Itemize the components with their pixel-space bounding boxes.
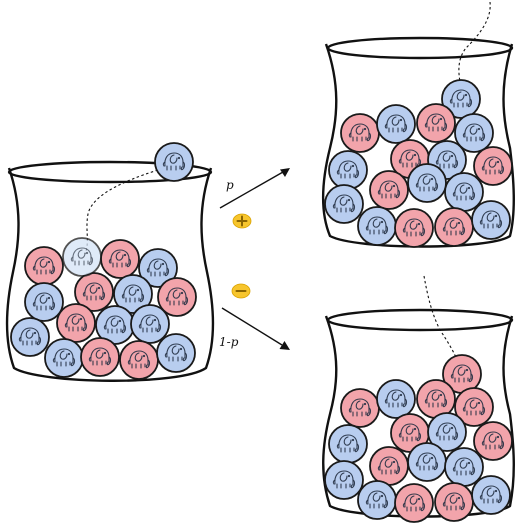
arrow-lower bbox=[221, 307, 290, 350]
drawn-blue-ball bbox=[154, 142, 194, 182]
draw-path-lower bbox=[423, 275, 459, 363]
red-elephant-ball bbox=[24, 246, 64, 286]
red-elephant-ball bbox=[369, 170, 409, 210]
blue-elephant-ball bbox=[44, 338, 84, 378]
red-elephant-ball bbox=[454, 387, 494, 427]
blue-elephant-ball bbox=[376, 104, 416, 144]
blue-elephant-ball bbox=[328, 424, 368, 464]
blue-elephant-ball bbox=[407, 163, 447, 203]
blue-elephant-ball bbox=[471, 200, 511, 240]
blue-elephant-ball bbox=[24, 282, 64, 322]
probability-label-1-p: 1-p bbox=[219, 335, 239, 349]
balls-layer bbox=[10, 79, 513, 523]
blue-elephant-ball bbox=[357, 206, 397, 246]
blue-elephant-ball bbox=[113, 274, 153, 314]
blue-elephant-ball bbox=[444, 172, 484, 212]
blue-elephant-ball bbox=[444, 447, 484, 487]
blue-elephant-ball bbox=[328, 150, 368, 190]
blue-elephant-ball bbox=[471, 475, 511, 515]
red-elephant-ball bbox=[434, 207, 474, 247]
blue-elephant-ball bbox=[427, 412, 467, 452]
blue-elephant-ball bbox=[10, 317, 50, 357]
draw-path-upper bbox=[458, 1, 491, 83]
red-elephant-ball bbox=[394, 483, 434, 523]
red-elephant-ball bbox=[340, 113, 380, 153]
red-elephant-ball bbox=[473, 146, 513, 186]
red-elephant-ball bbox=[56, 303, 96, 343]
draw-path-start bbox=[84, 169, 159, 255]
red-elephant-ball bbox=[394, 208, 434, 248]
blue-elephant-ball bbox=[138, 248, 178, 288]
blue-elephant-ball bbox=[324, 184, 364, 224]
red-elephant-ball bbox=[119, 340, 159, 380]
red-elephant-ball bbox=[416, 103, 456, 143]
red-elephant-ball bbox=[434, 482, 474, 522]
blue-elephant-ball bbox=[156, 333, 196, 373]
ghost-ball bbox=[62, 237, 102, 277]
probability-label-p: p bbox=[226, 178, 234, 192]
red-elephant-ball bbox=[340, 388, 380, 428]
red-elephant-ball bbox=[157, 277, 197, 317]
red-elephant-ball bbox=[369, 446, 409, 486]
blue-elephant-ball bbox=[357, 480, 397, 520]
blue-elephant-ball bbox=[407, 442, 447, 482]
red-elephant-ball bbox=[74, 272, 114, 312]
blue-elephant-ball bbox=[376, 379, 416, 419]
red-elephant-ball bbox=[473, 421, 513, 461]
start-jar-rim bbox=[7, 160, 213, 184]
red-elephant-ball bbox=[100, 239, 140, 279]
plus-icon bbox=[232, 213, 252, 229]
blue-elephant-ball bbox=[130, 304, 170, 344]
blue-elephant-ball bbox=[454, 113, 494, 153]
lower-jar-rim bbox=[326, 308, 514, 332]
red-elephant-ball bbox=[80, 337, 120, 377]
minus-icon bbox=[231, 283, 251, 299]
blue-elephant-ball bbox=[324, 460, 364, 500]
arrow-upper bbox=[219, 168, 290, 209]
upper-jar-rim bbox=[326, 36, 514, 60]
